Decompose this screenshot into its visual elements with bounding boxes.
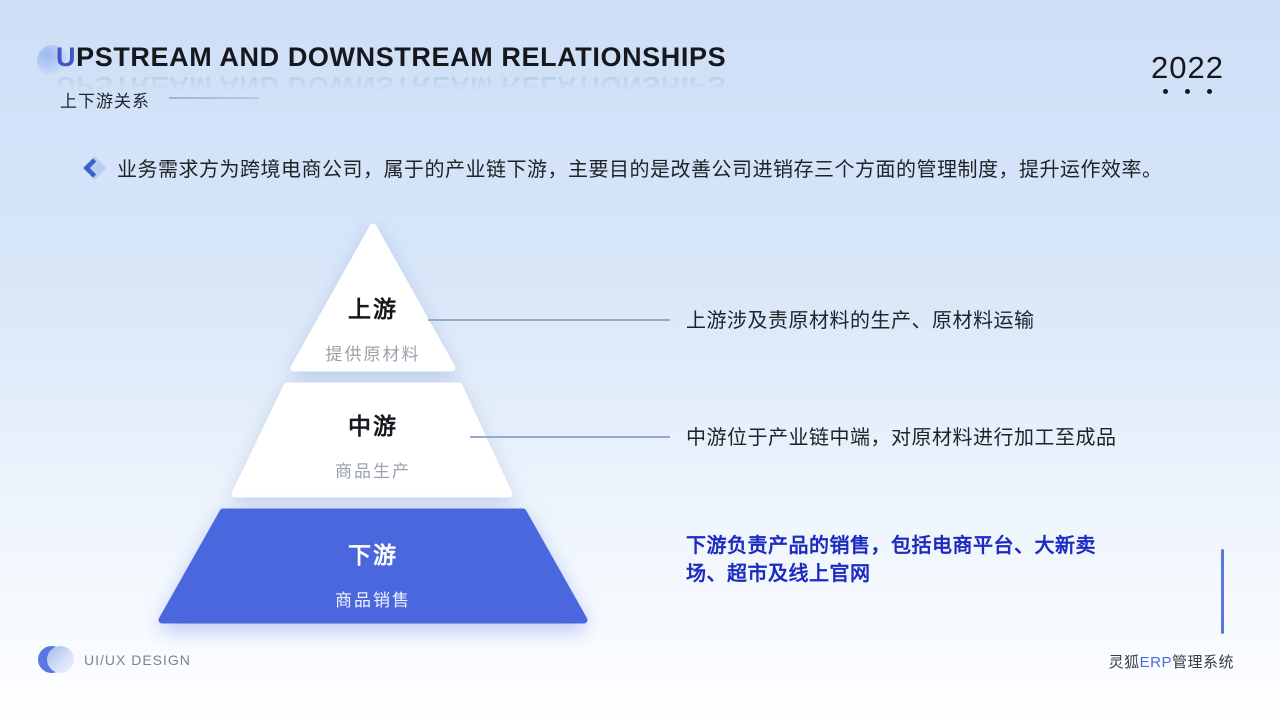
footer-brand-prefix: 灵狐: [1108, 654, 1140, 671]
footer-logo-icon: [38, 646, 74, 673]
page-subtitle: 上下游关系: [60, 92, 150, 111]
page-title: UPSTREAM AND DOWNSTREAM RELATIONSHIPS: [56, 42, 727, 72]
intro-row: 业务需求方为跨境电商公司，属于的产业链下游，主要目的是改善公司进销存三个方面的管…: [82, 153, 1163, 182]
tier-midstream-labels: 中游 商品生产: [273, 407, 473, 482]
title-accent-circle-icon: [37, 45, 68, 76]
year-block: 2022: [1151, 50, 1224, 94]
year-label: 2022: [1151, 50, 1224, 85]
footer-brand-erp: ERP: [1139, 654, 1172, 671]
tier-upstream-subtitle: 提供原材料: [325, 345, 421, 364]
tier-midstream-subtitle: 商品生产: [335, 462, 411, 481]
note-midstream: 中游位于产业链中端，对原材料进行加工至成品: [686, 427, 1117, 449]
note-downstream: 下游负责产品的销售，包括电商平台、大新卖场、超市及线上官网: [686, 535, 1096, 585]
footer-brand-suffix: 管理系统: [1171, 654, 1234, 671]
tier-midstream-title: 中游: [348, 413, 398, 439]
footer-left-label: UI/UX DESIGN: [84, 652, 191, 668]
footer-brand: 灵狐ERP管理系统: [1109, 651, 1234, 672]
accent-vertical-line: [1221, 549, 1224, 634]
tier-downstream-title: 下游: [348, 542, 398, 568]
tier-upstream-labels: 上游 提供原材料: [273, 290, 473, 365]
tier-downstream-labels: 下游 商品销售: [273, 536, 473, 611]
tier-downstream-subtitle: 商品销售: [335, 591, 411, 610]
intro-text: 业务需求方为跨境电商公司，属于的产业链下游，主要目的是改善公司进销存三个方面的管…: [117, 159, 1163, 181]
diamond-chevron-icon: [83, 156, 106, 180]
subtitle-divider-line: [169, 97, 259, 99]
page-title-reflection: UPSTREAM AND DOWNSTREAM RELATIONSHIPS: [56, 71, 727, 101]
year-dots-icon: [1151, 89, 1224, 94]
tier-upstream-title: 上游: [348, 296, 398, 322]
note-upstream: 上游涉及责原材料的生产、原材料运输: [686, 310, 1035, 332]
